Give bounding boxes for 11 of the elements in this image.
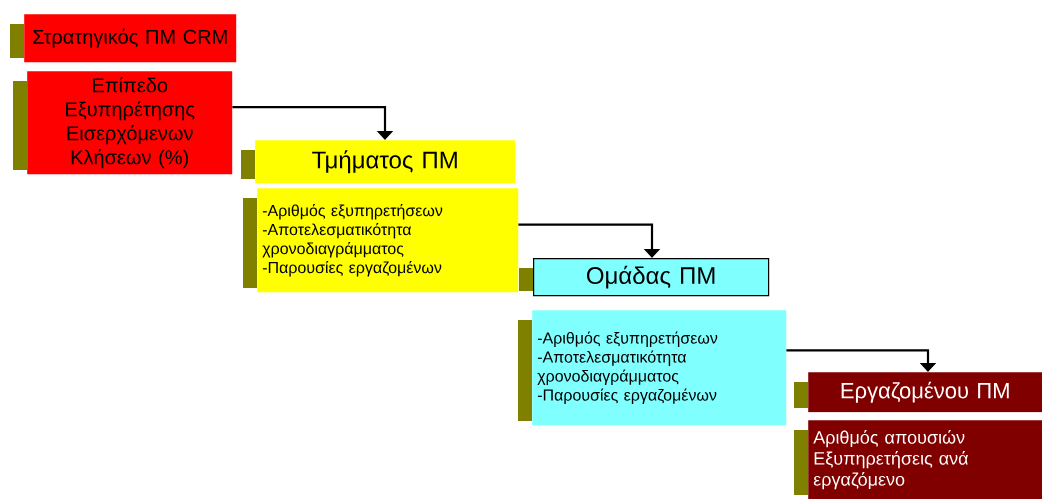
heading-box: Ομάδας ΠΜ — [519, 258, 770, 297]
arrow — [518, 223, 661, 258]
text-box: Επίπεδο Εξυπηρέτησης Εισερχόμενων Κλήσεων (%) — [13, 71, 233, 175]
arrow — [232, 106, 394, 140]
text-box: -Αριθμός εξυπηρετήσεων -Αποτελεσματικότητα χρονοδιαγράμματος -Παρουσίες εργαζομένων — [518, 310, 787, 426]
text-box: Αριθμός απουσιών Εξυπηρετήσεις ανά εργαζόμενο — [794, 420, 1042, 499]
heading-box: Εργαζομένου ΠΜ — [794, 372, 1042, 413]
text-box: -Αριθμός εξυπηρετήσεων -Αποτελεσματικότητα χρονοδιαγράμματος -Παρουσίες εργαζομένων — [243, 188, 519, 293]
heading-box: Στρατηγικός ΠΜ CRM — [10, 14, 237, 63]
heading-box: Τμήματος ΠΜ — [241, 140, 516, 184]
arrow — [786, 349, 937, 372]
